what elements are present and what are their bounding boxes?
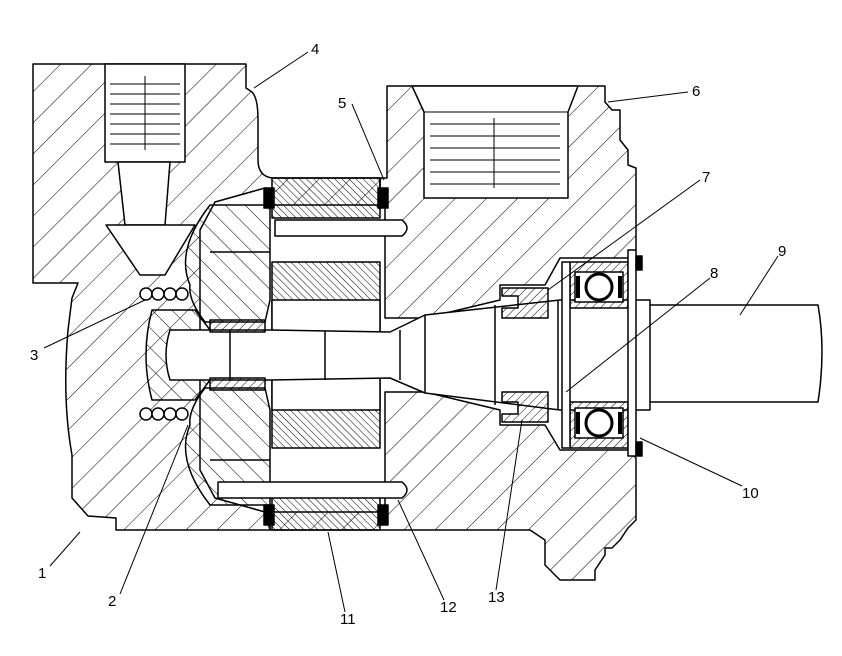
callout-11: 11 <box>340 611 356 628</box>
pressure-plate <box>184 204 271 323</box>
callout-12: 12 <box>440 599 457 616</box>
outlet-port <box>411 85 579 199</box>
callout-7: 7 <box>702 169 710 186</box>
snap-ring-inner <box>561 261 571 449</box>
snap-ring-outer <box>627 249 637 457</box>
pump-housing-lower <box>269 391 637 581</box>
seal-5-a <box>263 187 275 209</box>
leader-lines <box>43 51 779 613</box>
bushing <box>209 319 266 333</box>
callout-5: 5 <box>338 95 346 112</box>
dowel-pin-lower <box>217 481 408 499</box>
seal-5-d <box>377 504 389 526</box>
callout-8: 8 <box>710 265 718 282</box>
callout-9: 9 <box>778 243 786 260</box>
spring-coils <box>139 287 189 421</box>
pressure-plate-lower <box>184 387 271 506</box>
seal-5-b <box>377 187 389 209</box>
dowel-pin-upper <box>274 219 408 237</box>
callout-1: 1 <box>38 565 46 582</box>
callout-10: 10 <box>742 485 759 502</box>
callout-3: 3 <box>30 347 38 364</box>
callout-2: 2 <box>108 593 116 610</box>
cam-ring-upper <box>271 177 381 219</box>
callout-labels: 1 2 3 4 5 6 7 8 9 10 11 12 13 <box>30 41 786 628</box>
shaft-seal <box>501 287 549 319</box>
seal-5-c <box>263 504 275 526</box>
callout-13: 13 <box>488 589 505 606</box>
callout-4: 4 <box>311 41 319 58</box>
callout-6: 6 <box>692 83 700 100</box>
